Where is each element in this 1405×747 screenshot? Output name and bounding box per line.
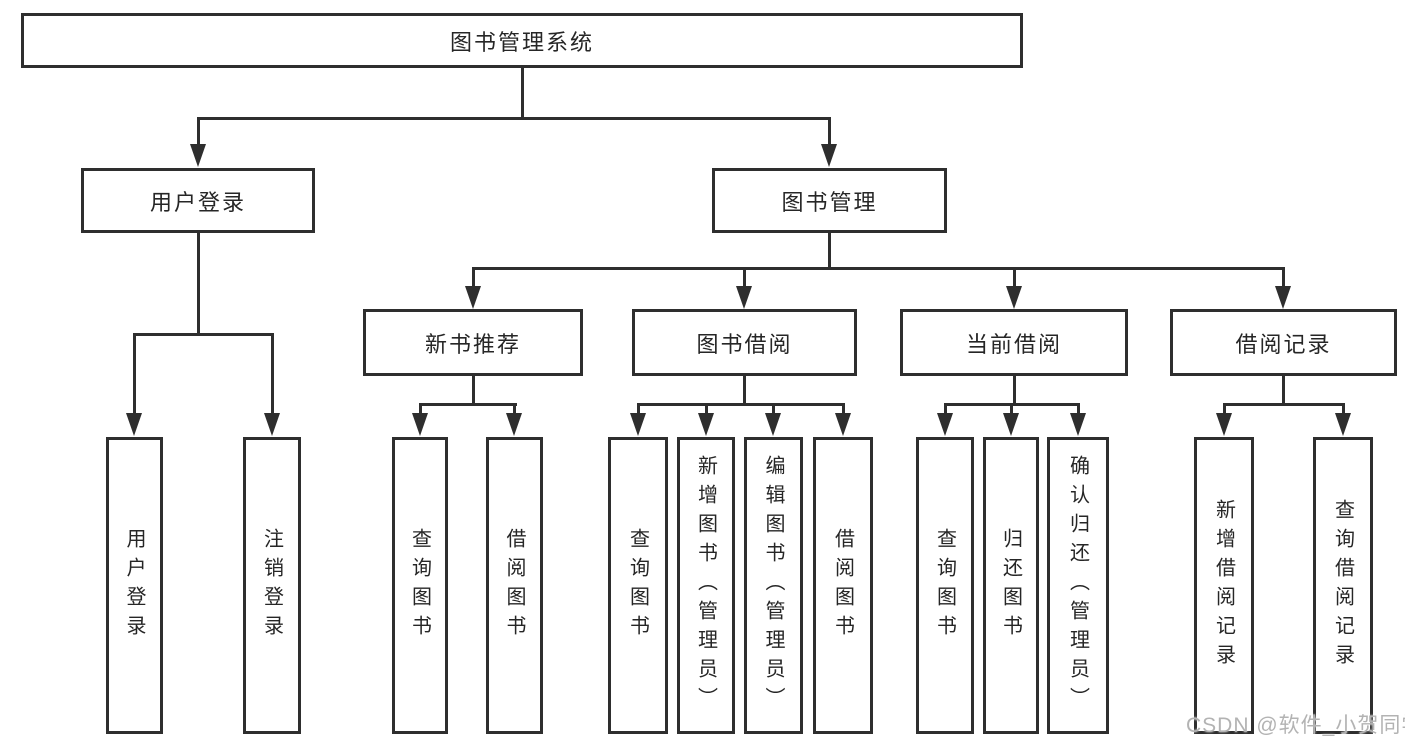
leaf-confirm-return-admin: 确认归还（管理员） — [1047, 437, 1109, 734]
arrow-down-icon — [736, 286, 752, 309]
connector-line — [1013, 376, 1016, 406]
node-label: 图书管理 — [781, 189, 878, 215]
leaf-logout: 注销登录 — [243, 437, 301, 734]
arrow-down-icon — [821, 144, 837, 167]
leaf-query-book-recommend: 查询图书 — [392, 437, 448, 734]
leaf-edit-book-admin: 编辑图书（管理员） — [744, 437, 803, 734]
connector-line — [419, 403, 517, 406]
connector-line — [1282, 267, 1285, 289]
connector-line — [271, 333, 274, 415]
arrow-down-icon — [835, 413, 851, 436]
leaf-label: 用户登录 — [123, 527, 145, 644]
connector-line — [828, 232, 831, 270]
leaf-label: 确认归还（管理员） — [1066, 455, 1089, 716]
node-label: 图书管理系统 — [449, 29, 594, 55]
leaf-add-borrow-record: 新增借阅记录 — [1194, 437, 1254, 734]
connector-line — [472, 267, 1285, 270]
connector-line — [472, 267, 475, 289]
arrow-down-icon — [1216, 413, 1232, 436]
leaf-label: 借阅图书 — [503, 527, 525, 644]
connector-line — [1010, 403, 1013, 415]
connector-line — [637, 403, 845, 406]
arrow-down-icon — [412, 413, 428, 436]
leaf-label: 查询图书 — [933, 527, 956, 644]
csdn-watermark: CSDN @软件_小贺同学 — [1186, 714, 1405, 737]
leaf-label: 新增借阅记录 — [1212, 498, 1235, 673]
leaf-add-book-admin: 新增图书（管理员） — [677, 437, 735, 734]
connector-line — [472, 376, 475, 406]
leaf-label: 查询图书 — [408, 527, 431, 644]
leaf-return-book: 归还图书 — [983, 437, 1039, 734]
node-label: 当前借阅 — [965, 331, 1062, 357]
leaf-label: 注销登录 — [260, 527, 283, 644]
node-new-book-recommend: 新书推荐 — [363, 309, 583, 376]
leaf-borrow-book: 借阅图书 — [813, 437, 873, 734]
arrow-down-icon — [1003, 413, 1019, 436]
leaf-query-book-borrow: 查询图书 — [608, 437, 668, 734]
arrow-down-icon — [937, 413, 953, 436]
connector-line — [637, 403, 640, 415]
node-library-management-system: 图书管理系统 — [21, 13, 1023, 68]
arrow-down-icon — [1070, 413, 1086, 436]
leaf-label: 归还图书 — [999, 527, 1022, 644]
arrow-down-icon — [190, 144, 206, 167]
node-label: 图书借阅 — [696, 331, 793, 357]
node-current-borrow: 当前借阅 — [900, 309, 1128, 376]
arrow-down-icon — [126, 413, 142, 436]
arrow-down-icon — [698, 413, 714, 436]
connector-line — [1342, 403, 1345, 415]
leaf-user-login: 用户登录 — [106, 437, 163, 734]
connector-line — [1013, 267, 1016, 289]
connector-line — [521, 68, 524, 118]
connector-line — [743, 267, 746, 289]
connector-line — [772, 403, 775, 415]
arrow-down-icon — [1335, 413, 1351, 436]
connector-line — [705, 403, 708, 415]
connector-line — [1077, 403, 1080, 415]
connector-line — [419, 403, 422, 415]
leaf-label: 新增图书（管理员） — [694, 455, 717, 716]
node-label: 借阅记录 — [1235, 331, 1332, 357]
connector-line — [197, 117, 200, 147]
connector-line — [513, 403, 516, 415]
connector-line — [133, 333, 274, 336]
node-book-management: 图书管理 — [712, 168, 947, 233]
connector-line — [197, 232, 200, 336]
connector-line — [197, 117, 831, 120]
arrow-down-icon — [1006, 286, 1022, 309]
node-label: 用户登录 — [149, 189, 246, 215]
leaf-query-book-current: 查询图书 — [916, 437, 974, 734]
leaf-label: 查询借阅记录 — [1331, 498, 1354, 673]
node-label: 新书推荐 — [424, 331, 521, 357]
connector-line — [1282, 376, 1285, 406]
connector-line — [842, 403, 845, 415]
leaf-label: 借阅图书 — [831, 527, 854, 644]
node-book-borrow: 图书借阅 — [632, 309, 857, 376]
connector-line — [1223, 403, 1226, 415]
connector-line — [133, 333, 136, 415]
arrow-down-icon — [506, 413, 522, 436]
arrow-down-icon — [765, 413, 781, 436]
leaf-borrow-book-recommend: 借阅图书 — [486, 437, 543, 734]
node-user-login: 用户登录 — [81, 168, 315, 233]
arrow-down-icon — [465, 286, 481, 309]
arrow-down-icon — [630, 413, 646, 436]
node-borrow-records: 借阅记录 — [1170, 309, 1397, 376]
leaf-label: 编辑图书（管理员） — [762, 455, 784, 716]
leaf-query-borrow-record: 查询借阅记录 — [1313, 437, 1373, 734]
arrow-down-icon — [264, 413, 280, 436]
connector-line — [828, 117, 831, 147]
connector-line — [743, 376, 746, 406]
leaf-label: 查询图书 — [626, 527, 649, 644]
connector-line — [944, 403, 947, 415]
connector-line — [1223, 403, 1345, 406]
arrow-down-icon — [1275, 286, 1291, 309]
